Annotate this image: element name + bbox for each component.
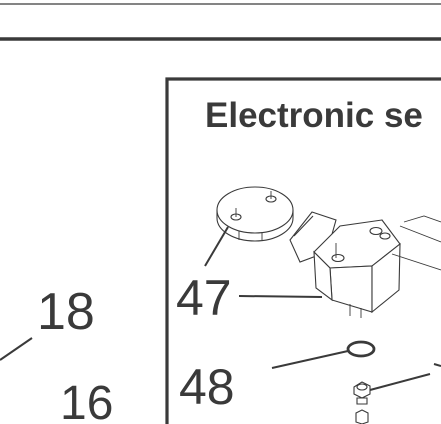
callout-48-leader	[271, 350, 349, 369]
section-frame	[165, 77, 441, 424]
screw-part	[353, 381, 371, 424]
callout-48: 48	[179, 359, 235, 415]
section-title: Electronic se	[205, 96, 423, 135]
screw-leader	[369, 373, 431, 391]
o-ring-part	[346, 340, 376, 358]
callout-18: 18	[37, 283, 95, 341]
callout-47: 47	[176, 270, 232, 326]
callout-47-leader-plate	[204, 226, 229, 267]
callout-16: 16	[60, 377, 113, 424]
screw-leader-tick	[433, 363, 441, 367]
callout-47-leader-housing	[238, 295, 323, 298]
callout-18-leader	[0, 337, 33, 361]
sensor-housing-part	[289, 211, 441, 318]
flange-plate-part	[216, 186, 294, 242]
